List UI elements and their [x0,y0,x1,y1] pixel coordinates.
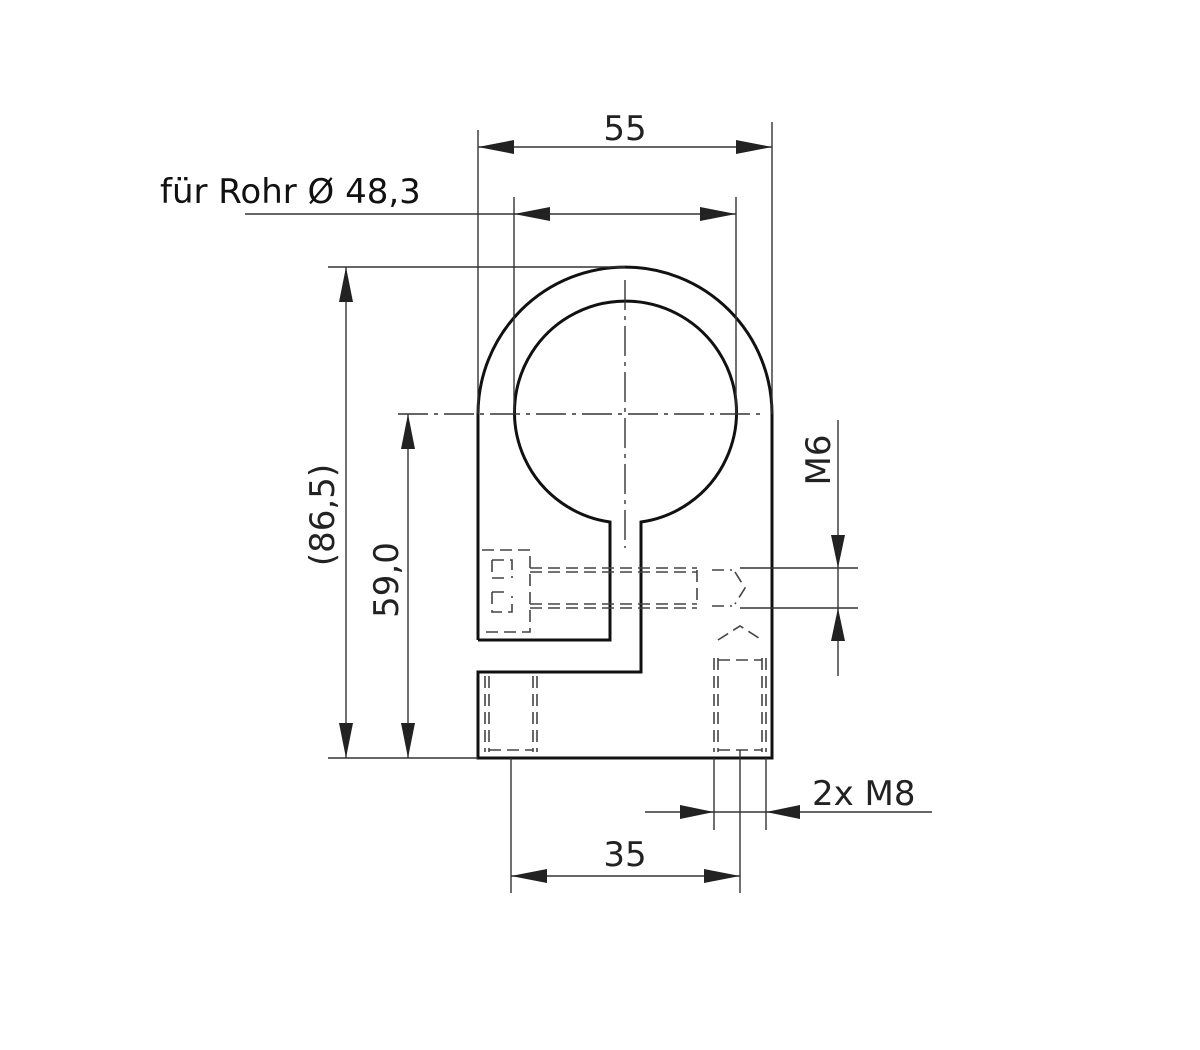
dim-86-5-label: (86,5) [303,464,343,566]
dim-35-label: 35 [603,835,646,875]
tube-label: für Rohr Ø 48,3 [160,172,421,212]
hidden-m8-left [484,676,538,752]
hidden-m6-screw [482,549,746,633]
dim-55-label: 55 [603,109,646,149]
dim-m6: M6 [740,420,858,676]
dim-m6-label: M6 [799,435,839,486]
dim-center-height: 59,0 [367,414,415,758]
dim-tube-diameter: für Rohr Ø 48,3 [160,172,737,414]
dim-overall-width: 55 [477,109,773,414]
dim-m8-label: 2x M8 [812,774,916,814]
dim-59-0-label: 59,0 [367,542,407,618]
dim-overall-height: (86,5) [303,266,625,759]
dim-m8: 2x M8 [645,758,932,830]
dim-hole-spacing: 35 [510,750,741,893]
hidden-m8-right [713,625,767,752]
center-lines [398,280,760,548]
